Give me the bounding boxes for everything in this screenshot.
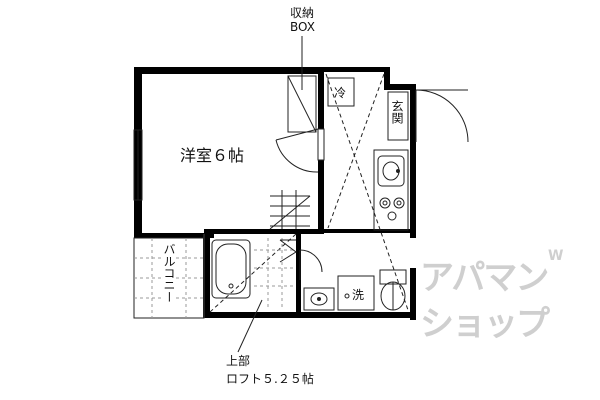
bathtub — [211, 239, 251, 299]
washing-machine — [337, 275, 375, 311]
entrance-label: 玄関 — [390, 100, 404, 124]
loft-dashed-lines — [209, 73, 409, 313]
room-door — [275, 128, 319, 173]
windows — [133, 128, 325, 201]
balcony-label: バルコニー — [162, 242, 176, 304]
entrance — [387, 89, 469, 143]
washbasin — [303, 287, 335, 311]
loft-ladder — [269, 190, 311, 230]
loft-label-line1: 上部 — [226, 354, 251, 368]
loft-label-line2: ロフト５.２５帖 — [226, 372, 314, 386]
balcony-grid — [134, 238, 204, 318]
washer-label: 洗 — [352, 288, 365, 302]
watermark-line2: ショップ — [420, 304, 550, 344]
western-room-label: 洋室６帖 — [180, 146, 245, 165]
wash-door — [299, 249, 323, 280]
watermark-mark: W — [548, 248, 564, 264]
refrigerator-box — [327, 77, 355, 107]
refrigerator-label: 冷 — [334, 86, 347, 100]
toilet — [379, 269, 407, 311]
kitchen — [373, 149, 409, 231]
bath-door — [279, 239, 297, 263]
leader-lines — [237, 36, 303, 353]
watermark-line1: アパマン — [420, 258, 549, 298]
storage-box-label: 収納 BOX — [290, 6, 315, 34]
bath-floor-tiles — [254, 238, 296, 310]
